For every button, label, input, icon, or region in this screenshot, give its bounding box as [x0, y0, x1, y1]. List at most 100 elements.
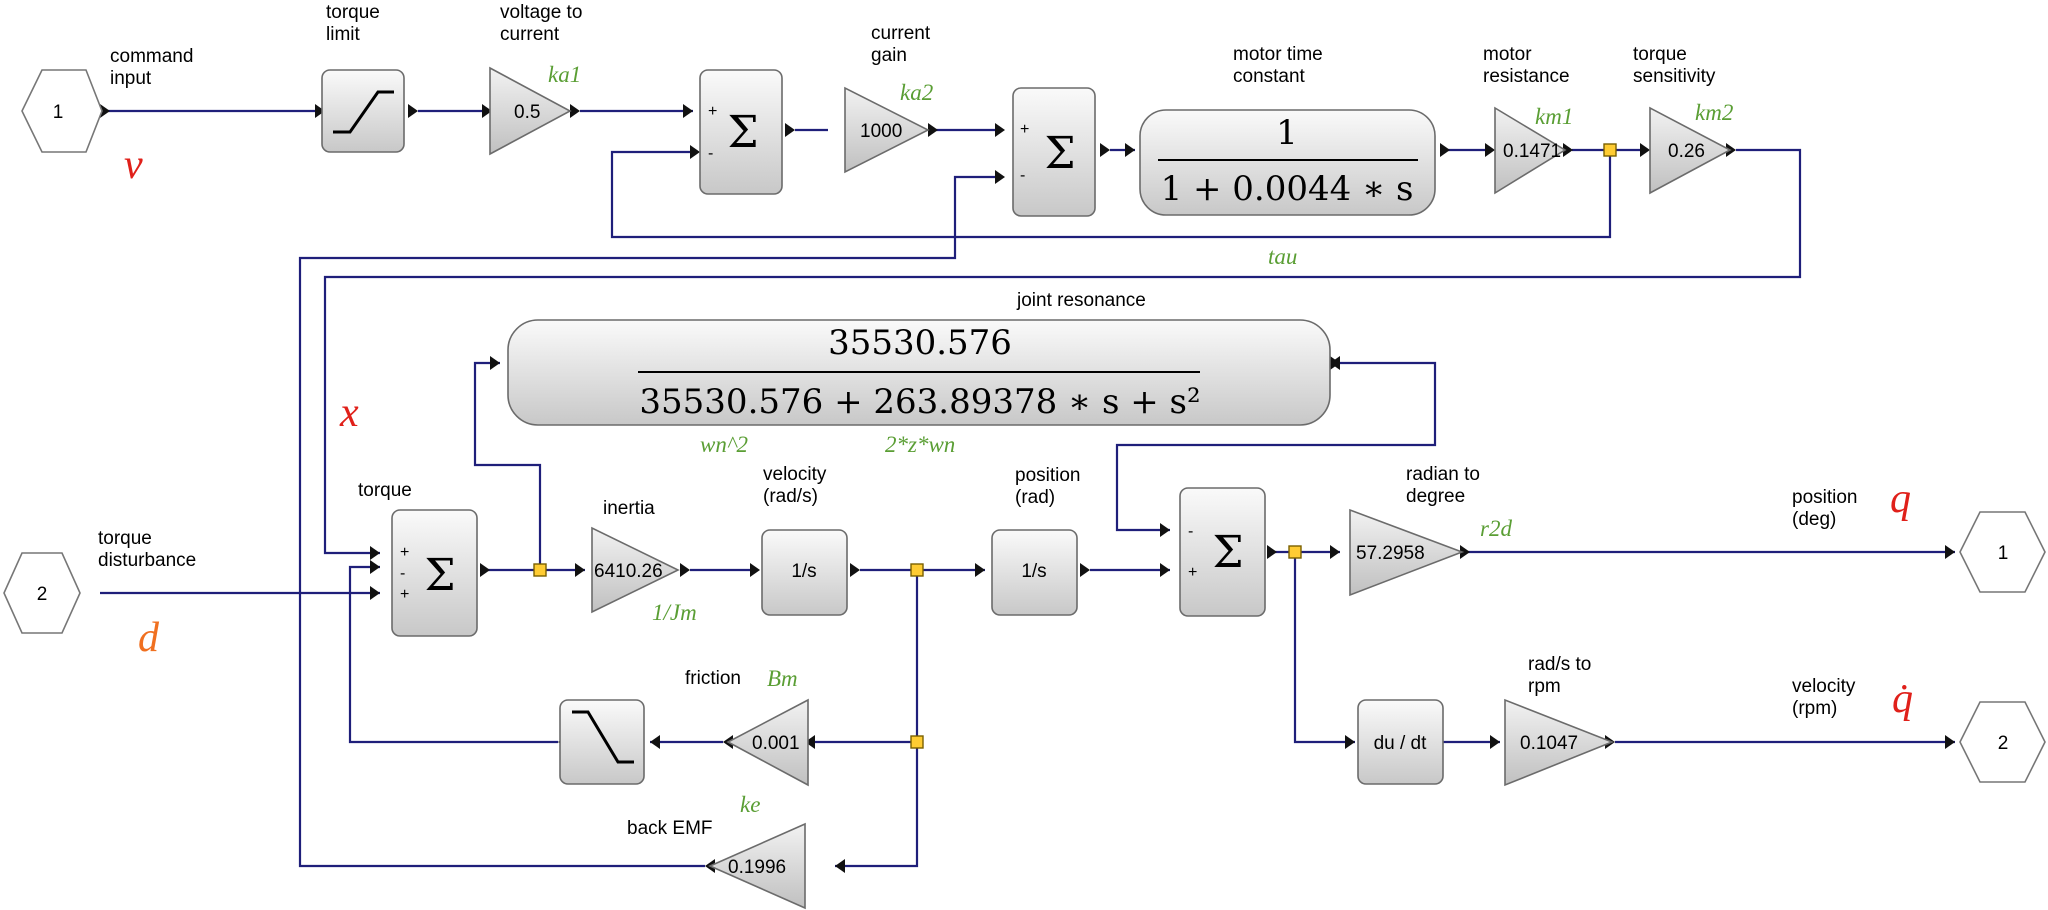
label-position-deg: position(deg) — [1792, 487, 1858, 530]
sum-position-sigma: Σ — [1212, 527, 1243, 578]
gain-ka1[interactable]: 0.5 — [489, 66, 572, 156]
junction-position — [1288, 545, 1302, 559]
sum-block-torque[interactable]: + - + Σ — [391, 509, 478, 637]
param-2zwn: 2*z*wn — [885, 432, 955, 457]
sum-2-sign-1: + — [1020, 121, 1029, 138]
param-km1: km1 — [1535, 104, 1573, 129]
integrator-position[interactable]: 1/s — [991, 529, 1078, 616]
gain-km2[interactable]: 0.26 — [1649, 106, 1732, 195]
integrator-velocity[interactable]: 1/s — [761, 529, 848, 616]
label-friction: friction — [685, 668, 741, 689]
input-port-2[interactable]: 2 — [3, 552, 81, 634]
wires — [100, 109, 1955, 868]
symbol-q: q — [1890, 476, 1911, 522]
sum-torque-sign-3: + — [400, 586, 409, 603]
input-port-1[interactable]: 1 — [21, 69, 103, 153]
gain-r2d[interactable]: 57.2958 — [1349, 508, 1465, 597]
gain-rpm[interactable]: 0.1047 — [1504, 698, 1615, 787]
junction-torque — [533, 563, 547, 577]
param-tau: tau — [1268, 244, 1297, 269]
arrowheads — [100, 104, 1955, 873]
gain-friction-value: 0.001 — [752, 733, 800, 754]
param-r2d: r2d — [1480, 516, 1512, 541]
junctions — [533, 143, 1617, 749]
gain-inertia[interactable]: 6410.26 — [591, 526, 680, 614]
gain-km2-value: 0.26 — [1668, 141, 1705, 162]
output-port-2-number: 2 — [1998, 733, 2009, 754]
derivative-block[interactable]: du / dt — [1357, 699, 1444, 785]
signal-symbols: v x d q q̇ — [124, 142, 1913, 722]
junction-velocity-feedback — [910, 735, 924, 749]
integrator-position-value: 1/s — [1021, 561, 1046, 582]
joint-resonance-transfer-function[interactable]: 35530.576 35530.576 + 263.89378 ∗ s + s² — [507, 319, 1331, 426]
gain-back-emf[interactable]: 0.1996 — [708, 822, 806, 910]
saturation-icon — [333, 90, 394, 134]
sum-torque-sign-1: + — [400, 544, 409, 561]
output-port-2[interactable]: 2 — [1959, 701, 2046, 783]
gain-km1[interactable]: 0.1471 — [1494, 106, 1567, 195]
sum-2-sign-2: - — [1020, 167, 1025, 184]
sum-1-sign-1: + — [708, 103, 717, 120]
label-position-rad: position(rad) — [1015, 465, 1081, 508]
label-velocity-rpm: velocity(rpm) — [1792, 676, 1856, 719]
gain-ka2-value: 1000 — [860, 121, 902, 142]
integrator-velocity-value: 1/s — [791, 561, 816, 582]
junction-tau — [1603, 143, 1617, 157]
sum-1-sigma: Σ — [727, 107, 758, 158]
sum-1-sign-2: - — [708, 145, 713, 162]
gain-ka2[interactable]: 1000 — [844, 86, 930, 174]
param-1-jm: 1/Jm — [652, 600, 697, 625]
sum-position-sign-1: - — [1188, 523, 1193, 540]
gain-km1-value: 0.1471 — [1503, 141, 1561, 162]
label-velocity-rad-s: velocity(rad/s) — [763, 464, 827, 507]
gain-rpm-value: 0.1047 — [1520, 733, 1578, 754]
junction-velocity — [910, 563, 924, 577]
torque-limit-block[interactable] — [321, 69, 405, 153]
gain-friction[interactable]: 0.001 — [726, 698, 809, 787]
param-km2: km2 — [1695, 100, 1733, 125]
symbol-v: v — [124, 142, 143, 188]
symbol-x: x — [339, 390, 359, 436]
label-inertia: inertia — [603, 498, 655, 519]
label-torque: torque — [358, 480, 412, 501]
symbol-d: d — [138, 615, 160, 661]
sum-block-1[interactable]: + - Σ — [699, 69, 783, 195]
gain-r2d-value: 57.2958 — [1356, 543, 1425, 564]
motor-transfer-function[interactable]: 1 1 + 0.0044 ∗ s — [1139, 109, 1436, 216]
sum-torque-sign-2: - — [400, 565, 405, 582]
param-ka1: ka1 — [548, 62, 581, 87]
output-port-1[interactable]: 1 — [1959, 511, 2046, 593]
sum-block-2[interactable]: + - Σ — [1012, 87, 1096, 217]
param-bm: Bm — [767, 666, 798, 691]
friction-dead-zone-block[interactable] — [559, 699, 645, 785]
dead-zone-icon — [572, 710, 634, 764]
sum-position-sign-2: + — [1188, 564, 1197, 581]
label-back-emf: back EMF — [627, 818, 713, 839]
param-ka2: ka2 — [900, 80, 933, 105]
gain-ka1-value: 0.5 — [514, 102, 540, 123]
motor-tf-numerator: 1 — [1276, 113, 1298, 153]
param-ke: ke — [740, 792, 760, 817]
output-port-1-number: 1 — [1998, 543, 2009, 564]
sum-block-position[interactable]: - + Σ — [1179, 487, 1266, 617]
motor-tf-denominator: 1 + 0.0044 ∗ s — [1161, 169, 1414, 209]
input-port-2-number: 2 — [37, 584, 48, 605]
param-wn2: wn^2 — [700, 432, 748, 457]
derivative-value: du / dt — [1374, 733, 1428, 754]
parameter-labels: ka1 ka2 km1 km2 tau wn^2 2*z*wn 1/Jm r2d… — [548, 62, 1733, 817]
gain-inertia-value: 6410.26 — [594, 561, 663, 582]
label-joint-resonance: joint resonance — [1016, 290, 1146, 311]
gain-back-emf-value: 0.1996 — [728, 857, 786, 878]
